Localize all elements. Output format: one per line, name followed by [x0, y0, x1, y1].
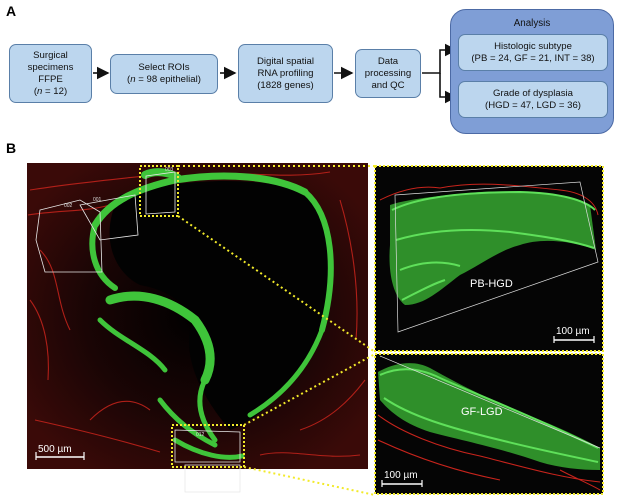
main-scale-label: 500 µm — [38, 444, 72, 455]
roi-label-002: 002 — [64, 203, 73, 209]
roi-label-012: 012 — [196, 432, 205, 438]
inset-bottom-micrograph: GF-LGD 100 µm — [374, 353, 604, 495]
step2-line1: Select ROIs — [138, 62, 190, 73]
panel-label-a: A — [6, 3, 17, 19]
roi-label-001: 001 — [93, 197, 102, 203]
step-surgical-specimens: Surgical specimens FFPE (n = 12) — [9, 44, 92, 103]
inset-top-label: PB-HGD — [470, 278, 513, 290]
step-select-rois: Select ROIs (n = 98 epithelial) — [110, 54, 218, 94]
zoom-box-bottom — [171, 424, 245, 468]
step4-line3: and QC — [371, 79, 405, 91]
analysis-grade-of-dysplasia: Grade of dysplasia (HGD = 47, LGD = 36) — [458, 81, 608, 118]
step3-line2: RNA profiling — [257, 67, 314, 79]
inset-top-micrograph: PB-HGD 100 µm — [374, 165, 604, 352]
step4-line2: processing — [364, 67, 412, 79]
dysplasia-line2: (HGD = 47, LGD = 36) — [485, 99, 581, 111]
dysplasia-line1: Grade of dysplasia — [493, 87, 573, 99]
step3-line1: Digital spatial — [256, 55, 315, 67]
inset-top-scale-label: 100 µm — [556, 326, 590, 337]
subtype-line1: Histologic subtype — [494, 40, 572, 52]
subtype-line2: (PB = 24, GF = 21, INT = 38) — [471, 52, 595, 64]
step4-line1: Data — [377, 55, 399, 67]
analysis-histologic-subtype: Histologic subtype (PB = 24, GF = 21, IN… — [458, 34, 608, 71]
arrow-4a — [422, 43, 458, 74]
step2-line2: (n = 98 epithelial) — [127, 74, 201, 85]
step1-line1: Surgical — [33, 49, 68, 61]
analysis-title: Analysis — [513, 18, 551, 29]
step3-line3: (1828 genes) — [257, 79, 314, 91]
inset-bottom-label: GF-LGD — [461, 406, 503, 418]
step1-line2: specimens — [27, 61, 74, 73]
roi-label-003: 003 — [165, 167, 174, 173]
inset-bottom-scale-label: 100 µm — [384, 470, 418, 481]
step-digital-spatial-profiling: Digital spatial RNA profiling (1828 gene… — [238, 44, 333, 103]
main-micrograph: 002 001 003 012 500 µm — [27, 163, 368, 493]
zoom-connectors — [177, 165, 376, 496]
panel-label-b: B — [6, 140, 17, 156]
step1-line3: FFPE — [38, 73, 63, 85]
step-data-processing: Data processing and QC — [355, 49, 421, 98]
step1-line4: (n = 12) — [33, 85, 68, 97]
